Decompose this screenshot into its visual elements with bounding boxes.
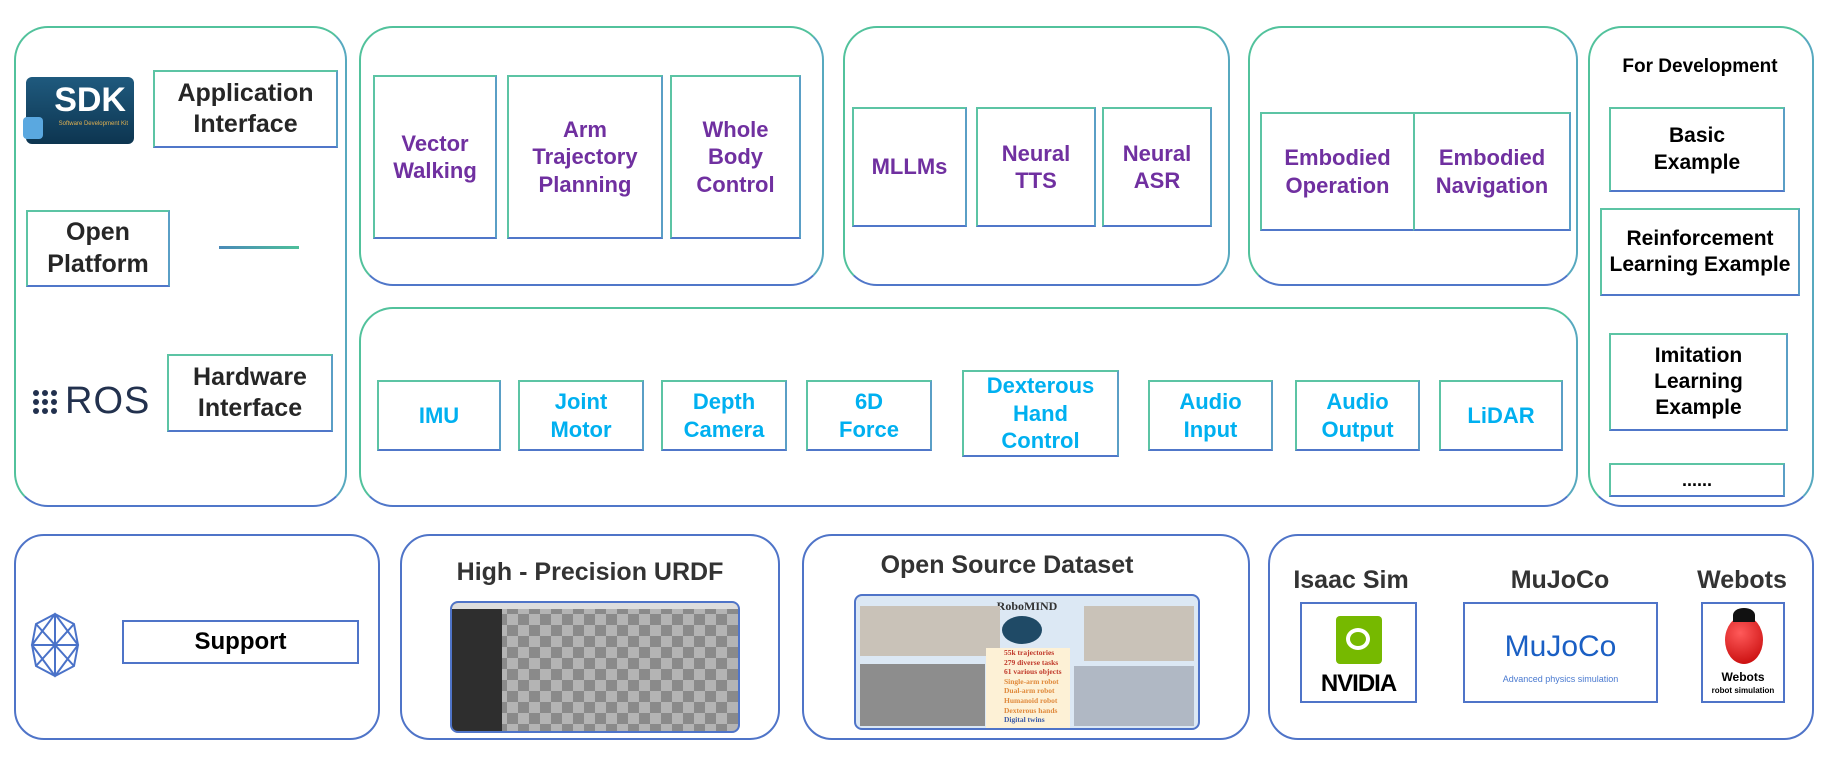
ladybug-icon — [1725, 616, 1763, 664]
open-platform-panel — [14, 26, 347, 507]
depth-camera-box: Depth Camera — [661, 380, 787, 451]
vector-walking-box: Vector Walking — [373, 75, 497, 239]
motion-control-panel — [359, 26, 824, 286]
dataset-title: Open Source Dataset — [880, 551, 1134, 579]
open-platform-box: Open Platform — [26, 210, 170, 287]
arm-trajectory-planning-box: Arm Trajectory Planning — [507, 75, 663, 239]
reinforcement-learning-example-box: Reinforcement Learning Example — [1600, 208, 1800, 296]
more-examples-box: ...... — [1609, 463, 1785, 497]
6d-force-box: 6D Force — [806, 380, 932, 451]
webots-logo: Webots robot simulation — [1701, 602, 1785, 703]
ros-logo: ROS — [33, 380, 150, 423]
mujoco-title: MuJoCo — [1510, 566, 1610, 594]
dexterous-hand-control-box: Dexterous Hand Control — [962, 370, 1119, 457]
mujoco-logo: MuJoCo Advanced physics simulation — [1463, 602, 1658, 703]
sdk-logo: SDK Software Development Kit — [23, 77, 134, 144]
joint-motor-box: Joint Motor — [518, 380, 644, 451]
ai-models-panel — [843, 26, 1230, 286]
whole-body-control-box: Whole Body Control — [670, 75, 801, 239]
neural-tts-box: Neural TTS — [976, 107, 1096, 227]
connector-line — [219, 246, 299, 249]
dataset-stats: 55k trajectories 279 diverse tasks 61 va… — [986, 648, 1070, 728]
neural-asr-box: Neural ASR — [1102, 107, 1212, 227]
audio-output-box: Audio Output — [1295, 380, 1420, 451]
dataset-panel — [802, 534, 1250, 740]
mllms-box: MLLMs — [852, 107, 967, 227]
network-globe-icon — [30, 612, 80, 678]
simulators-panel — [1268, 534, 1814, 740]
urdf-panel — [400, 534, 780, 740]
webots-title: Webots — [1697, 566, 1787, 594]
support-panel — [14, 534, 380, 740]
lidar-box: LiDAR — [1439, 380, 1563, 451]
for-development-panel — [1588, 26, 1814, 507]
hardware-interface-box: Hardware Interface — [167, 354, 333, 432]
application-interface-box: Application Interface — [153, 70, 338, 148]
isaac-sim-title: Isaac Sim — [1293, 566, 1409, 594]
hardware-panel — [359, 307, 1578, 507]
audio-input-box: Audio Input — [1148, 380, 1273, 451]
basic-example-box: Basic Example — [1609, 107, 1785, 192]
embodied-operation-box: Embodied Operation — [1260, 112, 1415, 231]
urdf-simulation-image — [450, 601, 740, 733]
for-development-title: For Development — [1622, 56, 1778, 77]
embodied-navigation-box: Embodied Navigation — [1413, 112, 1571, 231]
imitation-learning-example-box: Imitation Learning Example — [1609, 333, 1788, 431]
embodied-panel — [1248, 26, 1578, 286]
robomind-dataset-image: RoboMIND 55k trajectories 279 diverse ta… — [854, 594, 1200, 730]
imu-box: IMU — [377, 380, 501, 451]
nvidia-logo: NVIDIA — [1300, 602, 1417, 703]
support-box: Support — [122, 620, 359, 664]
urdf-title: High - Precision URDF — [456, 558, 724, 586]
